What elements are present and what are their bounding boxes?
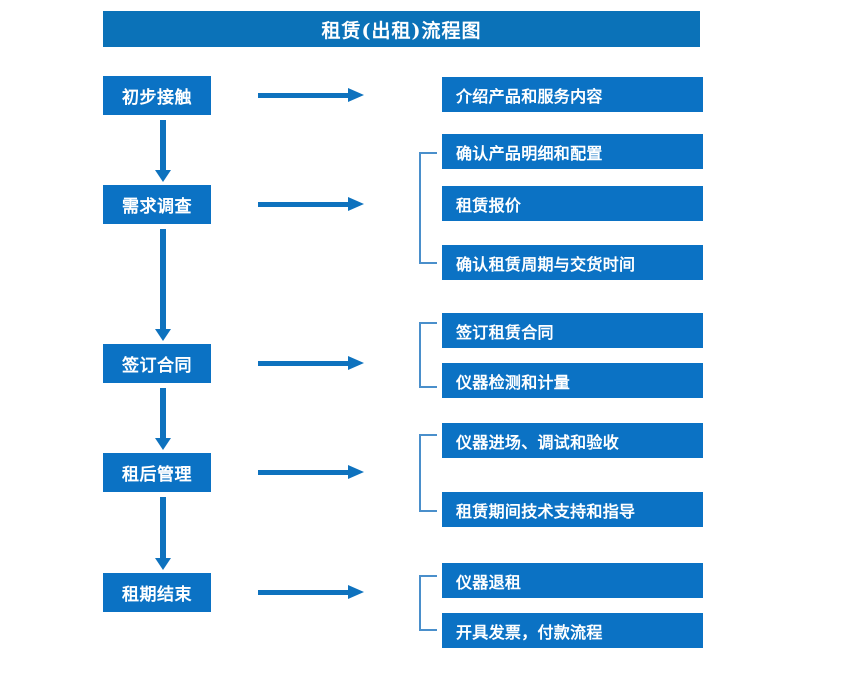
detail-box-签订租赁合同[interactable]: 签订租赁合同	[442, 313, 703, 348]
stage-box-需求调查[interactable]: 需求调查	[103, 185, 211, 224]
arrow-down-icon-1	[155, 120, 171, 182]
group-bracket-icon-rental-end	[419, 575, 437, 631]
stage-box-初步接触[interactable]: 初步接触	[103, 76, 211, 115]
group-bracket-icon-contract	[419, 322, 437, 388]
arrow-right-icon-5	[258, 585, 364, 599]
group-bracket-icon-post-rental	[419, 434, 437, 512]
arrow-right-icon-4	[258, 465, 364, 479]
stage-box-租后管理[interactable]: 租后管理	[103, 453, 211, 492]
detail-box-介绍产品和服务内容[interactable]: 介绍产品和服务内容	[442, 77, 703, 112]
detail-box-确认产品明细和配置[interactable]: 确认产品明细和配置	[442, 134, 703, 169]
arrow-down-icon-2	[155, 229, 171, 341]
detail-box-开具发票付款流程[interactable]: 开具发票，付款流程	[442, 613, 703, 648]
detail-box-确认租赁周期与交货时间[interactable]: 确认租赁周期与交货时间	[442, 245, 703, 280]
detail-box-仪器检测和计量[interactable]: 仪器检测和计量	[442, 363, 703, 398]
detail-box-租赁报价[interactable]: 租赁报价	[442, 186, 703, 221]
arrow-down-icon-3	[155, 388, 171, 450]
detail-box-仪器进场调试和验收[interactable]: 仪器进场、调试和验收	[442, 423, 703, 458]
group-bracket-icon-demand-survey	[419, 152, 437, 264]
arrow-right-icon-3	[258, 356, 364, 370]
detail-box-租赁期间技术支持和指导[interactable]: 租赁期间技术支持和指导	[442, 492, 703, 527]
detail-box-仪器退租[interactable]: 仪器退租	[442, 563, 703, 598]
stage-box-签订合同[interactable]: 签订合同	[103, 344, 211, 383]
page-title: 租赁(出租)流程图	[103, 11, 700, 47]
stage-box-租期结束[interactable]: 租期结束	[103, 573, 211, 612]
arrow-down-icon-4	[155, 497, 171, 570]
arrow-right-icon-2	[258, 197, 364, 211]
arrow-right-icon-1	[258, 88, 364, 102]
